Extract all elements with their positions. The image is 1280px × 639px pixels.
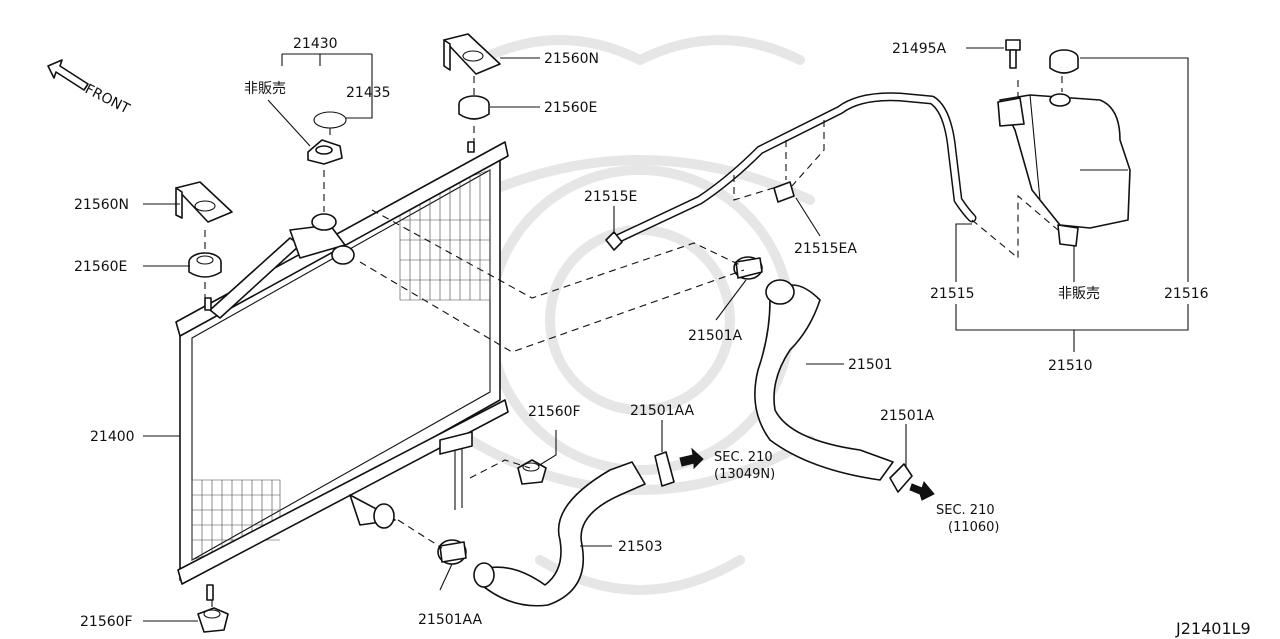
label-21510: 21510 (1048, 358, 1093, 374)
clamp-21501AA-bottom (437, 539, 467, 565)
front-arrow-icon (47, 59, 89, 91)
label-21435: 21435 (346, 85, 391, 101)
label-21560N-left: 21560N (74, 197, 129, 213)
label-21501A-lower: 21501A (880, 408, 935, 424)
label-21501A-upper: 21501A (688, 328, 743, 344)
label-21515E: 21515E (584, 189, 637, 205)
label-21430: 21430 (293, 36, 338, 52)
bracket-21560N-left (175, 181, 233, 223)
label-21501AA-mid: 21501AA (630, 403, 695, 419)
label-21560E-left: 21560E (74, 259, 127, 275)
tank-cap-21516 (1049, 49, 1079, 74)
clamp-21501A-upper (733, 256, 763, 280)
radiator-cap-21430 (307, 139, 343, 165)
clamp-21501AA-mid (654, 451, 675, 487)
reservoir-tank-21510 (997, 93, 1131, 247)
label-21515EA: 21515EA (794, 241, 857, 257)
label-21560E-top: 21560E (544, 100, 597, 116)
clamp-21501A-lower (889, 463, 913, 493)
label-21501: 21501 (848, 357, 893, 373)
bracket-21560N-top (443, 33, 501, 75)
label-21515: 21515 (930, 286, 975, 302)
seal-21435 (313, 111, 347, 129)
assembly-dashed-lines (204, 76, 1063, 608)
label-sec-13049N: (13049N) (714, 467, 775, 482)
label-21516: 21516 (1164, 286, 1209, 302)
label-not-sold-tank: 非販売 (1058, 286, 1100, 302)
hose-21501 (754, 279, 894, 481)
label-sec-11060: (11060) (948, 520, 1000, 535)
leader-lines (143, 47, 1189, 622)
arrow-to-sec-13049N-icon (679, 447, 704, 470)
hose-clip-21515E (605, 231, 623, 251)
radiator-21400 (175, 141, 509, 601)
bolt-21495A (1005, 39, 1021, 69)
grommet-21560F-bottom (197, 607, 229, 633)
label-21495A: 21495A (892, 41, 947, 57)
insulator-21560E-top (458, 95, 490, 120)
insulator-21560E-left (188, 252, 222, 278)
label-21560F-bottom: 21560F (80, 614, 133, 630)
label-21560F-mid: 21560F (528, 404, 581, 420)
diagram-code: J21401L9 (1175, 619, 1251, 638)
label-21560N-top: 21560N (544, 51, 599, 67)
label-sec-210-a: SEC. 210 (714, 450, 773, 465)
front-label: FRONT (82, 81, 132, 117)
watermark-emblem (465, 35, 815, 595)
label-not-sold-cap: 非販売 (244, 81, 286, 97)
hose-21503 (473, 461, 646, 607)
label-21501AA-bottom: 21501AA (418, 612, 483, 628)
label-sec-210-b: SEC. 210 (936, 503, 995, 518)
hose-clip-21515EA (773, 181, 795, 203)
label-21400: 21400 (90, 429, 135, 445)
label-21503: 21503 (618, 539, 663, 555)
arrow-to-sec-11060-icon (909, 480, 935, 501)
reservoir-hose-21515 (610, 92, 977, 245)
